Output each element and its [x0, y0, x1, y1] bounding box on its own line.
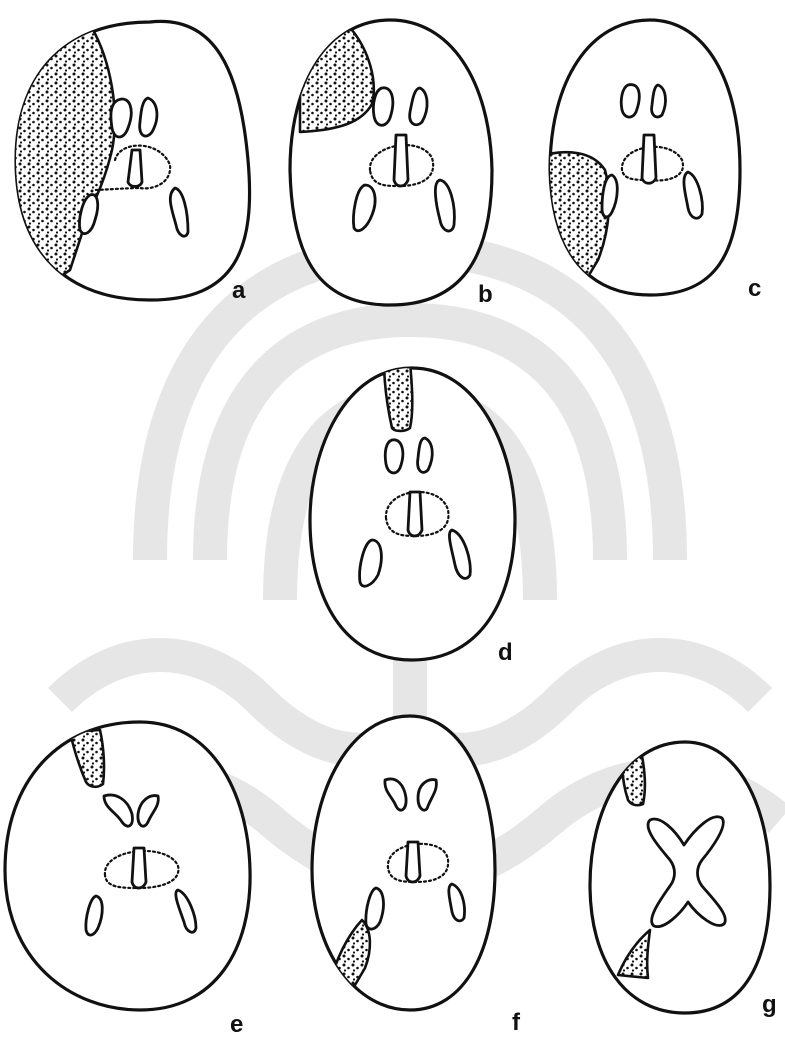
- lesion-stippled: [300, 30, 374, 132]
- panel-b: b: [290, 20, 493, 308]
- brain-outline: [5, 722, 250, 1010]
- panel-e: e: [5, 722, 250, 1037]
- ventricle-right-frontal: [652, 85, 666, 117]
- panel-label: e: [230, 1011, 243, 1037]
- panel-f: f: [312, 716, 521, 1036]
- panel-label: f: [512, 1009, 521, 1036]
- panel-label: a: [232, 277, 246, 304]
- panel-label: c: [748, 275, 761, 302]
- third-ventricle: [408, 492, 422, 536]
- ventricle-left-frontal: [111, 99, 131, 137]
- ventricle-left-frontal: [621, 85, 639, 118]
- ventricle-left-frontal: [373, 88, 392, 125]
- panel-label: d: [498, 639, 513, 666]
- panel-c: c: [545, 20, 761, 302]
- third-ventricle: [642, 135, 656, 183]
- panel-a: a: [10, 20, 250, 304]
- third-ventricle: [132, 848, 146, 888]
- ventricle-right-frontal: [140, 98, 157, 136]
- panel-label: g: [762, 991, 777, 1018]
- third-ventricle: [394, 135, 408, 186]
- panel-label: b: [478, 281, 493, 308]
- ventricle-right-frontal: [418, 438, 433, 472]
- third-ventricle: [128, 150, 142, 187]
- third-ventricle: [406, 842, 420, 882]
- panel-g: g: [590, 742, 777, 1018]
- ventricle-left-frontal: [385, 440, 403, 473]
